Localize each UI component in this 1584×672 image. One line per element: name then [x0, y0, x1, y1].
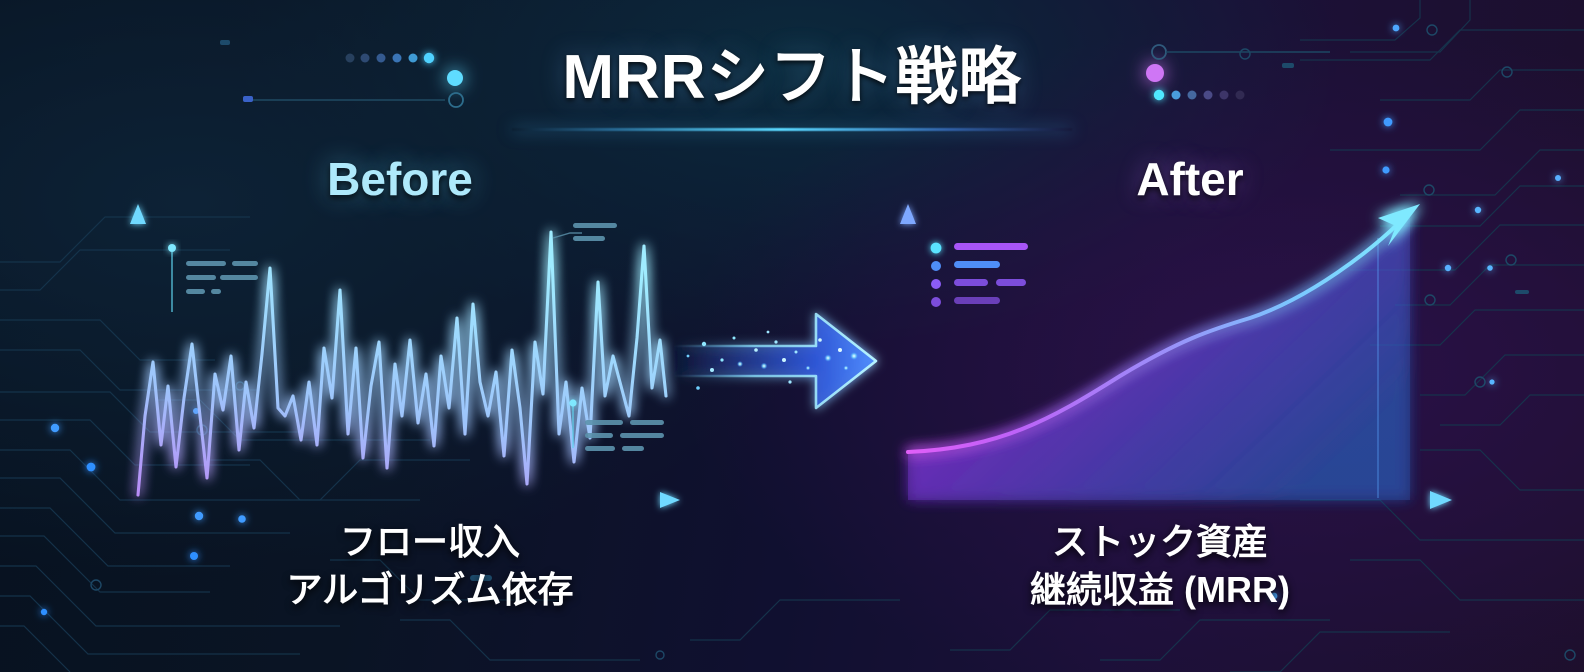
- transition-arrow: [672, 312, 878, 410]
- title-underline-glow: [512, 128, 1072, 131]
- caption-before: フロー収入 アルゴリズム依存: [150, 518, 710, 613]
- caption-after-line1: ストック資産: [1051, 521, 1268, 562]
- arrow-particles: [686, 330, 859, 390]
- chart-before-series-line: [136, 230, 668, 497]
- chart-before-annotation-top-left: [168, 244, 258, 312]
- panel-label-after: After: [1136, 153, 1244, 205]
- chart-before-annotation-top-right: [552, 223, 617, 241]
- chart-before-annotation-bottom-right: [569, 399, 664, 451]
- caption-before-line2: アルゴリズム依存: [286, 568, 574, 610]
- caption-after-line2: 継続収益 (MRR): [1030, 568, 1290, 610]
- right-arrow-icon: [672, 312, 878, 410]
- caption-before-line1: フロー収入: [339, 521, 520, 562]
- chart-after-growth-arrowhead: [1378, 204, 1420, 246]
- chart-after-compounding-mrr: [900, 204, 1452, 509]
- caption-after: ストック資産 継続収益 (MRR): [880, 518, 1440, 613]
- chart-before-volatile-revenue: [130, 204, 680, 508]
- chart-after-legend: [930, 242, 1028, 307]
- chart-after-series-line: [906, 216, 1406, 454]
- chart-after-area-fill: [908, 214, 1410, 500]
- page-title: MRRシフト戦略: [562, 43, 1022, 112]
- chart-before-axes: [130, 204, 680, 508]
- panel-label-before: Before: [327, 153, 473, 205]
